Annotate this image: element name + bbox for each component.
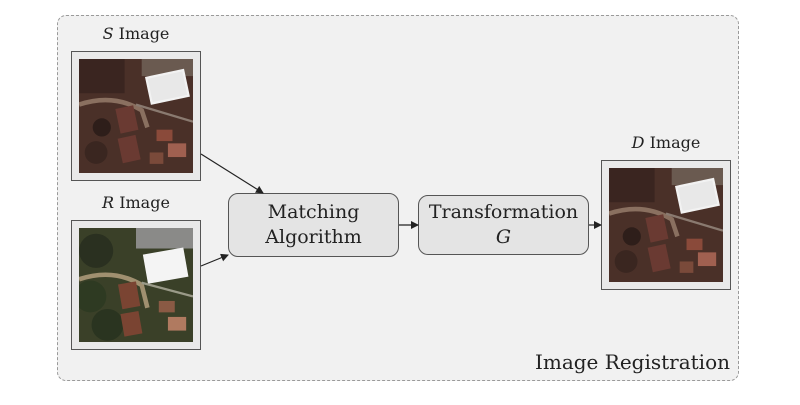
- destination-image-word: Image: [649, 133, 701, 152]
- destination-image-label: D Image: [601, 133, 731, 152]
- transformation-box: Transformation G: [418, 195, 589, 255]
- matching-algorithm-box: Matching Algorithm: [228, 193, 399, 257]
- transformation-line1: Transformation: [428, 201, 579, 224]
- matching-line1: Matching: [267, 201, 360, 224]
- destination-image: [601, 160, 731, 290]
- reference-image-label: R Image: [71, 193, 201, 212]
- source-image-var: S: [102, 24, 114, 43]
- transformation-var: G: [495, 226, 512, 248]
- matching-line2: Algorithm: [265, 226, 362, 248]
- reference-image-var: R: [102, 193, 115, 212]
- destination-aerial-photo: [609, 168, 723, 282]
- source-image-word: Image: [118, 24, 170, 43]
- reference-image-word: Image: [119, 193, 170, 212]
- reference-image: [71, 220, 201, 350]
- source-aerial-photo: [79, 59, 193, 173]
- destination-image-var: D: [631, 133, 645, 152]
- panel-label: Image Registration: [534, 350, 730, 374]
- source-image-label: S Image: [71, 24, 201, 43]
- source-image: [71, 51, 201, 181]
- reference-aerial-photo: [79, 228, 193, 342]
